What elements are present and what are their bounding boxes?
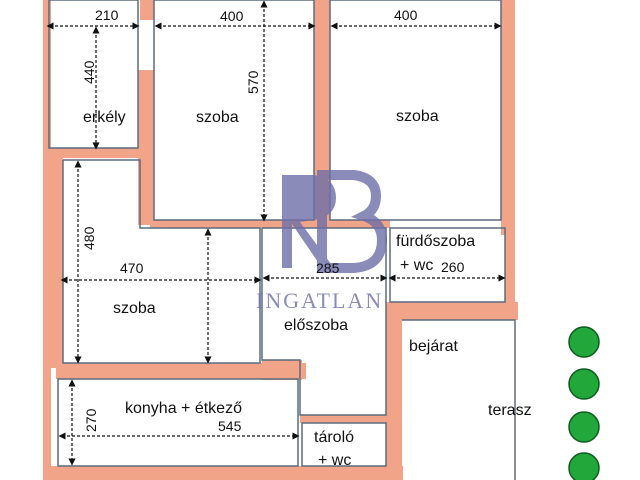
walls: [43, 0, 518, 480]
room-label-tarolo-wc: + wc: [318, 452, 351, 469]
room-label-terasz: terasz: [488, 402, 532, 419]
dim-400-right: 400: [394, 7, 418, 23]
room-label-furdoszoba-wc: + wc: [400, 257, 433, 274]
room-label-konyha: konyha + étkező: [125, 400, 242, 417]
watermark-text: INGATLAN: [256, 288, 383, 313]
dim-470: 470: [120, 260, 144, 276]
tree-4: [568, 452, 600, 480]
dim-260: 260: [441, 259, 465, 275]
dimension-labels: 210 400 400 440 570 480 470 285 260 270 …: [81, 7, 465, 434]
trees: [568, 326, 600, 480]
dim-545: 545: [218, 418, 242, 434]
dim-210: 210: [95, 7, 119, 23]
tree-1: [568, 326, 600, 358]
dim-285: 285: [316, 260, 340, 276]
dim-440: 440: [81, 60, 97, 84]
room-label-furdoszoba: fürdőszoba: [396, 233, 475, 250]
room-label-szoba-left: szoba: [113, 300, 156, 317]
room-label-szoba-top-right: szoba: [396, 108, 439, 125]
tree-2: [568, 368, 600, 400]
dimension-lines: [46, 0, 506, 466]
room-label-szoba-top-left: szoba: [196, 109, 239, 126]
room-label-bejarat: bejárat: [409, 338, 458, 355]
tree-3: [568, 411, 600, 443]
room-label-erkely: erkély: [83, 109, 126, 126]
room-outlines: [48, 0, 516, 480]
room-label-tarolo: tároló: [314, 429, 354, 446]
dim-400-left: 400: [220, 8, 244, 24]
dim-570: 570: [245, 70, 261, 94]
dim-480: 480: [81, 226, 97, 250]
watermark-logo: INGATLAN: [256, 170, 388, 313]
room-labels: erkély szoba szoba szoba fürdőszoba + wc…: [83, 108, 532, 469]
dim-270: 270: [83, 408, 99, 432]
room-label-eloszoba: előszoba: [284, 317, 348, 334]
